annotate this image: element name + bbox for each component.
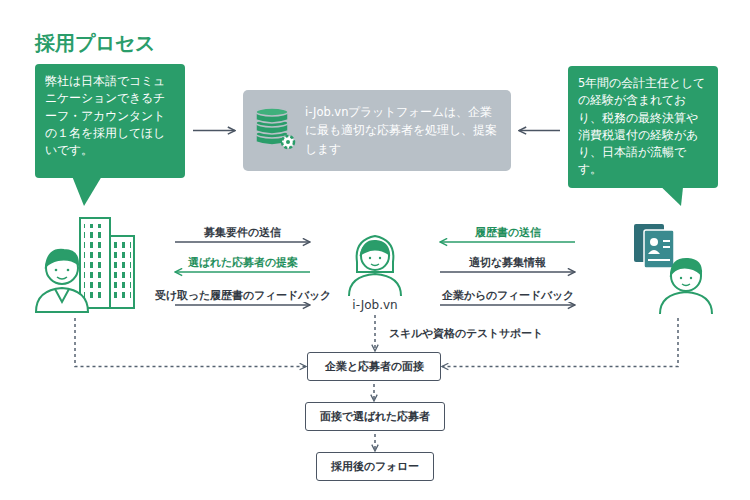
speech-bubble: 5年間の会計主任としての経験が含まれており、税務の最終決算や消費税還付の経験があ… [568,66,718,188]
resume-documents [634,224,674,268]
edge-label: 適切な募集情報 [467,255,548,269]
database-icon [252,104,296,150]
connector [519,130,560,132]
node-text: i-Job.vn [340,298,410,312]
process-box: 企業と応募者の面接 [307,352,441,381]
bubble-tail [72,176,102,206]
connector [440,304,575,306]
agent-icon: i-Job.vn [340,224,410,312]
connector [193,130,235,132]
node-text: 採用後のフォロー [329,459,421,474]
edge-label: 募集要件の送信 [202,225,283,239]
node-text: 企業と応募者の面接 [320,359,428,374]
connector [175,304,310,306]
connector [440,271,575,273]
edge-label: 受け取った履歴書のフィードバック [153,288,333,302]
company-building [80,218,134,308]
node-text: i-Job.vnプラットフォームは、企業に最も適切な応募者を処理し、提案します [305,103,497,158]
connector [373,384,375,401]
node-text: 面接で選ばれた応募者 [318,409,432,424]
connector [374,434,376,451]
edge-label: 選ばれた応募者の提案 [186,255,300,269]
node-text: 弊社は日本語でコミュニケーションできるチーフ・アカウンタントの１名を採用してほし… [45,73,175,159]
edge-label: 企業からのフィードバック [440,288,576,302]
company-person [36,250,88,312]
node-text: 5年間の会計主任としての経験が含まれており、税務の最終決算や消費税還付の経験があ… [578,75,708,179]
edge-label: スキルや資格のテストサポート [387,326,545,340]
agent-person [349,236,401,296]
process-box: 面接で選ばれた応募者 [305,402,445,431]
applicant-icon [605,212,715,312]
connector [75,318,306,367]
company-icon [35,212,145,312]
connector [440,241,575,243]
edge-label: 履歴書の送信 [473,225,543,239]
applicant-person [660,259,712,314]
connector [175,271,310,273]
connector [374,315,376,351]
process-box: 採用後のフォロー [316,452,434,481]
connector [175,241,310,243]
speech-bubble: 弊社は日本語でコミュニケーションできるチーフ・アカウンタントの１名を採用してほし… [35,64,185,178]
page-title: 採用プロセス [35,30,155,57]
